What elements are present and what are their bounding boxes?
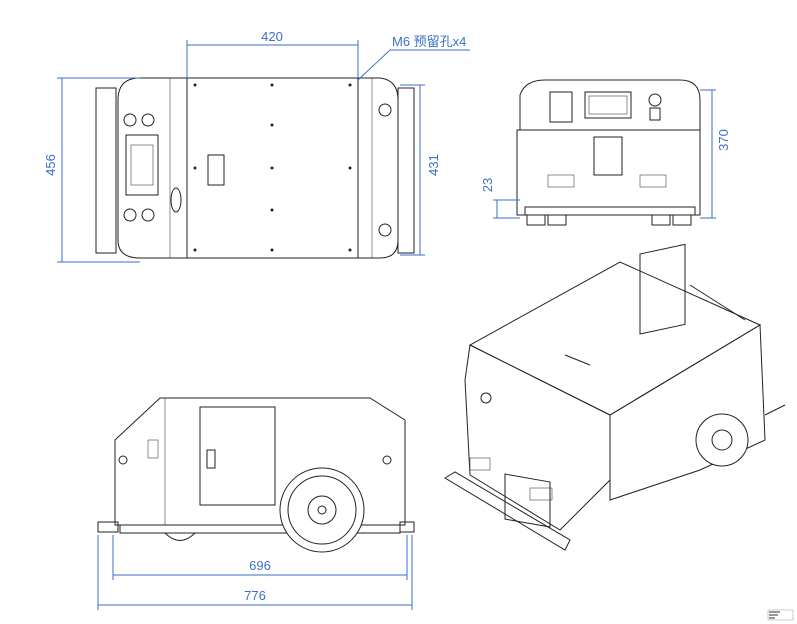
front-lower-panel bbox=[516, 129, 701, 216]
dim-23: 23 bbox=[480, 178, 495, 192]
door-handle bbox=[206, 449, 216, 469]
dim-696: 696 bbox=[249, 558, 271, 573]
iso-wheel bbox=[695, 413, 749, 467]
iso-antenna bbox=[689, 284, 746, 321]
iso-bumper bbox=[444, 471, 571, 551]
side-door bbox=[199, 406, 276, 506]
isometric-view bbox=[444, 243, 786, 551]
front-upper-panel bbox=[519, 79, 701, 131]
front-view: 370 23 bbox=[480, 79, 731, 226]
iso-front-face bbox=[464, 344, 611, 531]
caster-wheel bbox=[164, 532, 196, 541]
iso-door bbox=[639, 243, 686, 335]
note-m6-holes: M6 预留孔x4 bbox=[392, 34, 466, 49]
dim-370: 370 bbox=[716, 129, 731, 151]
iso-display bbox=[504, 473, 551, 528]
side-body-outline bbox=[114, 397, 406, 526]
top-body-outline bbox=[117, 77, 399, 259]
note-leader-line bbox=[357, 49, 391, 81]
mounting-holes bbox=[193, 83, 352, 252]
iso-side-face bbox=[609, 324, 766, 501]
right-bumper bbox=[397, 87, 415, 254]
title-block bbox=[767, 609, 794, 621]
drive-wheel bbox=[279, 467, 365, 553]
top-handle-slot bbox=[207, 154, 225, 186]
dim-456: 456 bbox=[43, 154, 58, 176]
left-bumper bbox=[95, 87, 117, 254]
dim-776: 776 bbox=[244, 588, 266, 603]
side-view: 696 776 bbox=[97, 397, 415, 610]
dim-431: 431 bbox=[426, 154, 441, 176]
emergency-stop bbox=[648, 93, 662, 107]
dim-420: 420 bbox=[261, 29, 283, 44]
front-display bbox=[584, 91, 632, 119]
front-bumper bbox=[524, 206, 696, 216]
top-display bbox=[125, 134, 159, 196]
iso-top bbox=[468, 261, 762, 416]
top-view: 420 456 431 M6 预留孔x4 bbox=[43, 29, 470, 263]
